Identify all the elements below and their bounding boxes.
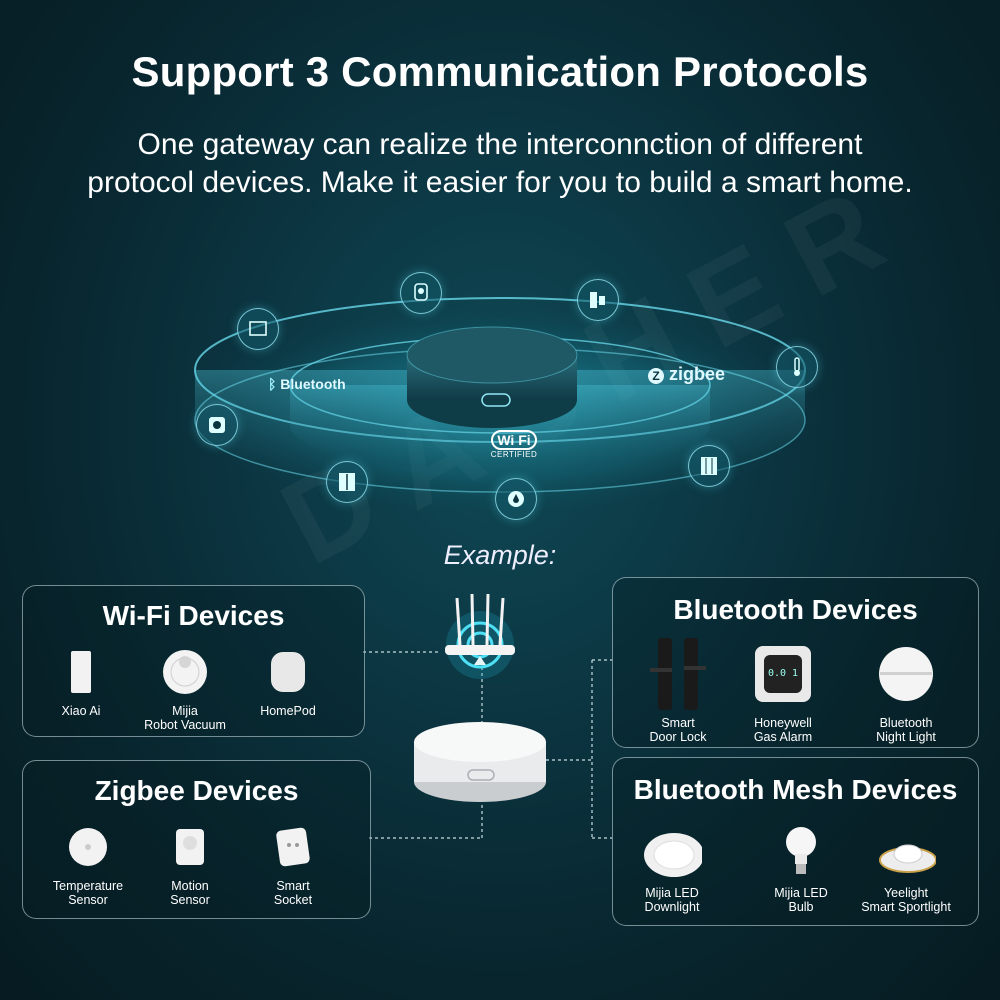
spotlight-icon xyxy=(879,844,936,873)
device-smart-spotlight: Yeelight Smart Sportlight xyxy=(851,828,961,914)
mesh-panel-title: Bluetooth Mesh Devices xyxy=(633,774,958,805)
robot-vacuum-icon xyxy=(163,650,207,694)
page-subtitle: One gateway can realize the interconncti… xyxy=(60,126,940,202)
wifi-certified-badge: Wi Fi CERTIFIED xyxy=(490,430,538,459)
thermometer-icon xyxy=(776,346,818,388)
device-smart-door-lock: Smart Door Lock xyxy=(623,636,733,744)
water-sensor-icon xyxy=(495,478,537,520)
gas-alarm-icon: 0.0 1 xyxy=(755,646,811,702)
xiao-ai-speaker-icon xyxy=(71,651,91,693)
device-led-downlight: Mijia LED Downlight xyxy=(617,828,727,914)
homepod-icon xyxy=(271,652,305,692)
subtitle-line-2: protocol devices. Make it easier for you… xyxy=(87,166,913,199)
wall-switch-icon xyxy=(326,461,368,503)
door-lock-icon xyxy=(650,638,706,710)
device-xiao-ai: Xiao Ai xyxy=(26,644,136,718)
subtitle-line-1: One gateway can realize the interconncti… xyxy=(137,128,863,161)
zigbee-devices-panel: Zigbee Devices Temperature Sensor Motion… xyxy=(22,760,371,919)
switch-icon xyxy=(196,404,238,446)
zigbee-protocol-label: Z zigbee xyxy=(648,364,725,385)
curtain-icon xyxy=(688,445,730,487)
bluetooth-protocol-label: ᛒ Bluetooth xyxy=(268,376,346,392)
bluetooth-devices-panel: Bluetooth Devices Smart Door Lock 0.0 1 … xyxy=(612,577,979,748)
device-led-bulb: Mijia LED Bulb xyxy=(746,824,856,914)
device-motion-sensor: Motion Sensor xyxy=(135,819,245,907)
device-temperature-sensor: Temperature Sensor xyxy=(33,819,143,907)
night-light-icon xyxy=(879,647,933,701)
smart-socket-icon xyxy=(276,827,310,867)
bluetooth-panel-title: Bluetooth Devices xyxy=(673,594,918,625)
downlight-icon xyxy=(644,833,702,877)
wifi-panel-title: Wi-Fi Devices xyxy=(102,600,285,631)
light-bulb-icon xyxy=(786,827,816,874)
door-sensor-icon xyxy=(577,279,619,321)
bluetooth-icon: ᛒ xyxy=(268,376,277,392)
device-smart-socket: Smart Socket xyxy=(238,819,348,907)
device-night-light: Bluetooth Night Light xyxy=(851,636,961,744)
camera-icon xyxy=(400,272,442,314)
temperature-sensor-icon xyxy=(69,828,107,866)
device-gas-alarm: 0.0 1 Honeywell Gas Alarm xyxy=(728,636,838,744)
tablet-icon xyxy=(237,308,279,350)
zigbee-panel-title: Zigbee Devices xyxy=(94,775,299,806)
gateway-hub-icon xyxy=(414,722,546,802)
wifi-devices-panel: Wi-Fi Devices Xiao Ai Mijia Robot Vacuum… xyxy=(22,585,365,737)
router-icon xyxy=(445,593,515,679)
page-title: Support 3 Communication Protocols xyxy=(131,48,869,95)
zigbee-icon: Z xyxy=(648,368,664,384)
wifi-logo: Wi Fi xyxy=(491,430,537,450)
motion-sensor-icon xyxy=(176,829,204,865)
device-homepod: HomePod xyxy=(233,644,343,718)
bluetooth-mesh-devices-panel: Bluetooth Mesh Devices Mijia LED Downlig… xyxy=(612,757,979,926)
example-label: Example: xyxy=(443,540,557,570)
device-robot-vacuum: Mijia Robot Vacuum xyxy=(130,644,240,732)
